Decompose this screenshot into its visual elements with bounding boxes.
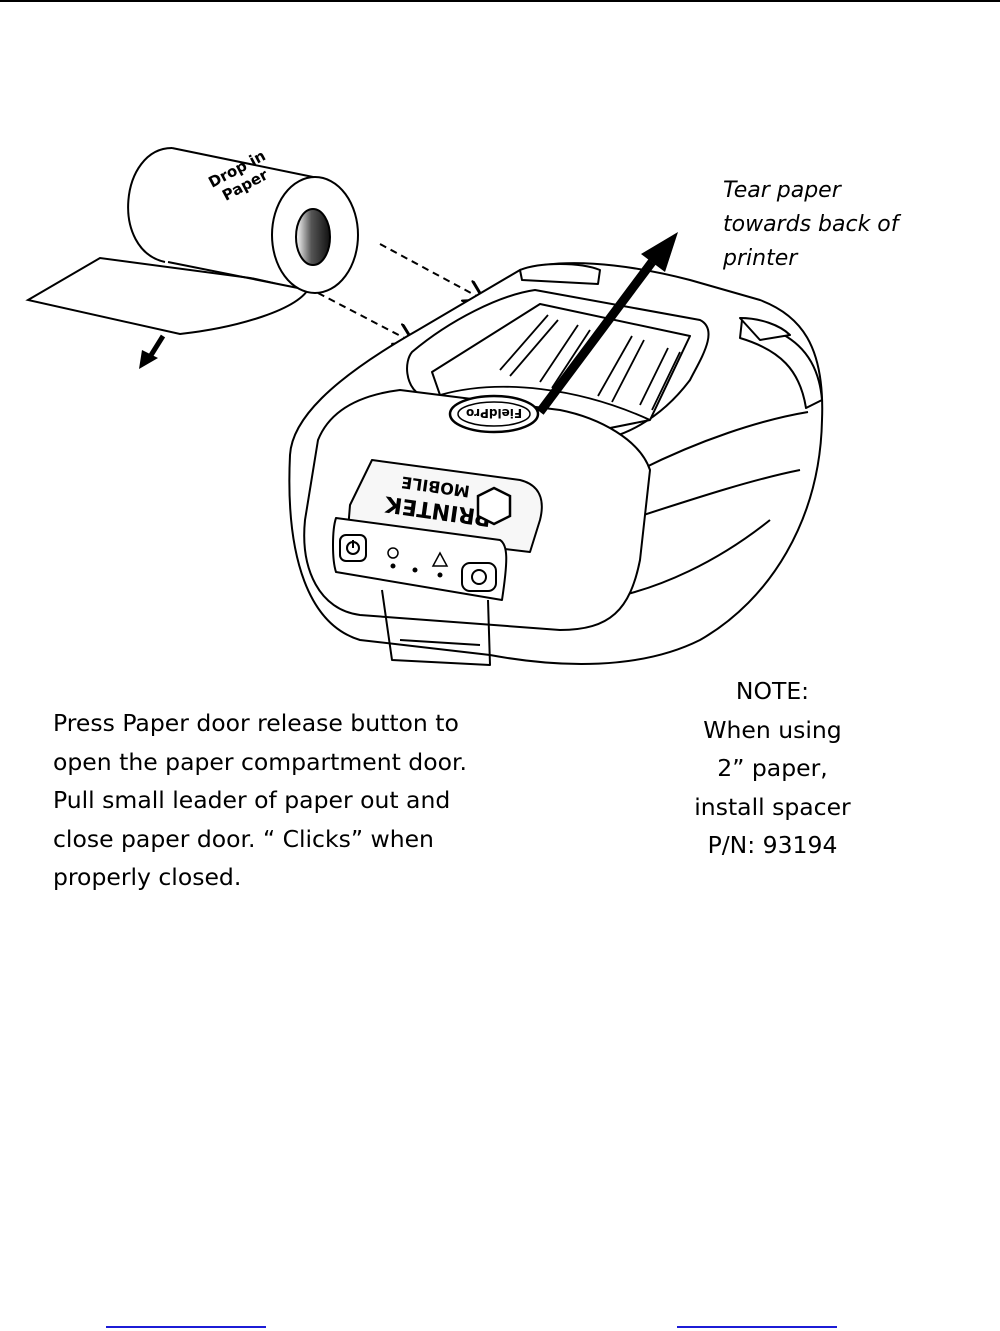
guide-arrow-upper	[380, 244, 484, 300]
tear-caption-line: Tear paper	[723, 174, 963, 208]
note-line: 2” paper,	[650, 749, 895, 788]
printer-paper-loading-illustration: Drop in Paper	[0, 0, 1000, 690]
tear-caption-line: printer	[723, 242, 963, 276]
footer-link-right[interactable]	[677, 1326, 837, 1328]
tear-direction-caption: Tear paper towards back of printer	[723, 174, 963, 276]
footer-link-left[interactable]	[106, 1326, 266, 1328]
door-button-label: FieldPro	[466, 406, 522, 420]
status-led-icon	[413, 568, 417, 572]
note-heading: NOTE:	[650, 672, 895, 711]
spacer-note: NOTE: When using 2” paper, install space…	[650, 672, 895, 865]
note-part-number: P/N: 93194	[650, 826, 895, 865]
instruction-line: Press Paper door release button to	[53, 704, 533, 743]
brand-logo-icon	[478, 488, 510, 524]
paper-roll	[28, 148, 358, 334]
instruction-line: open the paper compartment door.	[53, 743, 533, 782]
feed-button-icon	[462, 563, 496, 591]
instruction-line: close paper door. “ Clicks” when	[53, 820, 533, 859]
tear-caption-line: towards back of	[723, 208, 963, 242]
instruction-line: properly closed.	[53, 858, 533, 897]
paper-door-release-button: FieldPro	[450, 396, 538, 432]
loading-instructions: Press Paper door release button to open …	[53, 704, 533, 897]
instruction-line: Pull small leader of paper out and	[53, 781, 533, 820]
guide-arrow-lower	[318, 293, 414, 343]
note-line: install spacer	[650, 788, 895, 827]
note-line: When using	[650, 711, 895, 750]
roll-core	[296, 209, 330, 265]
printer-body	[289, 263, 822, 665]
paper-feed-arrow	[139, 336, 163, 369]
